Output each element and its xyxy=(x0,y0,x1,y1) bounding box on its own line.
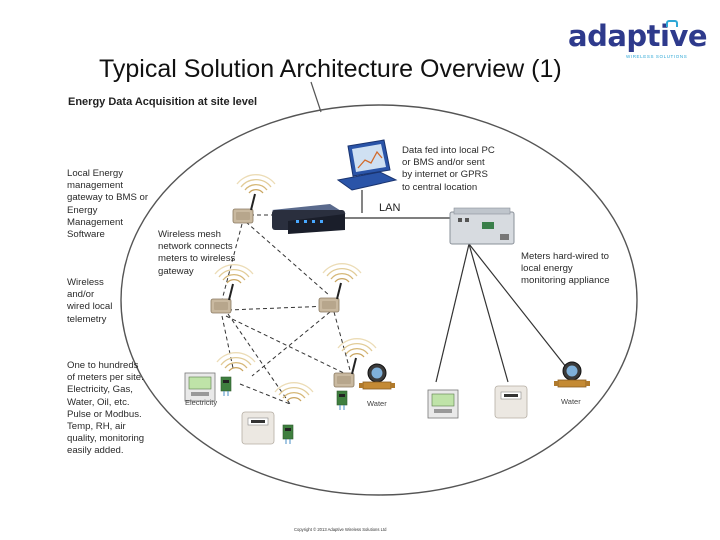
electricity-meter-icon xyxy=(427,389,459,419)
electricity-meter-icon xyxy=(184,372,216,402)
monitoring-appliance-icon xyxy=(449,207,515,245)
logo-word: adaptive xyxy=(568,19,708,53)
hardwired-label: Meters hard-wired to local energy monito… xyxy=(521,251,610,287)
wireless-node-5 xyxy=(333,338,377,388)
logo-tagline: WIRELESS SOLUTIONS xyxy=(626,54,688,59)
pcb-node-icon xyxy=(282,424,294,445)
logo-wifi-icon xyxy=(666,20,678,27)
wireless-node-3 xyxy=(318,263,362,313)
water-label-left: Water xyxy=(367,399,387,408)
telemetry-label: Wireless and/or wired local telemetry xyxy=(67,277,113,325)
wireless-node-6 xyxy=(274,382,314,402)
title-pointer-line xyxy=(310,81,322,113)
mesh-network-label: Wireless mesh network connects meters to… xyxy=(158,229,236,277)
adaptive-logo: adaptive WIRELESS SOLUTIONS xyxy=(568,18,708,66)
gateway-router-icon xyxy=(272,204,346,234)
wireless-node-4 xyxy=(216,352,256,372)
lan-label: LAN xyxy=(379,202,401,214)
wireless-node-1 xyxy=(232,174,276,224)
water-label-right: Water xyxy=(561,397,581,406)
copyright-footer: Copyright © 2013 Adaptive Wireless Solut… xyxy=(294,527,387,532)
mesh-links xyxy=(221,214,351,405)
water-meter-icon xyxy=(358,363,396,390)
data-fed-label: Data fed into local PC or BMS and/or sen… xyxy=(402,145,495,193)
section-heading: Energy Data Acquisition at site level xyxy=(68,96,258,108)
gateway-label: Local Energy management gateway to BMS o… xyxy=(67,168,149,241)
water-meter-icon xyxy=(553,361,591,388)
electricity-label: Electricity xyxy=(185,398,218,407)
pcb-node-icon xyxy=(220,376,232,397)
pcb-node-icon xyxy=(336,390,348,411)
wired-links xyxy=(345,190,571,383)
slide-title: Typical Solution Architecture Overview (… xyxy=(99,55,562,83)
gas-meter-icon xyxy=(241,411,275,445)
laptop-icon xyxy=(336,139,398,191)
site-boundary xyxy=(120,104,638,496)
meters-label: One to hundreds of meters per site. Elec… xyxy=(67,360,145,457)
gas-meter-icon xyxy=(494,385,528,419)
